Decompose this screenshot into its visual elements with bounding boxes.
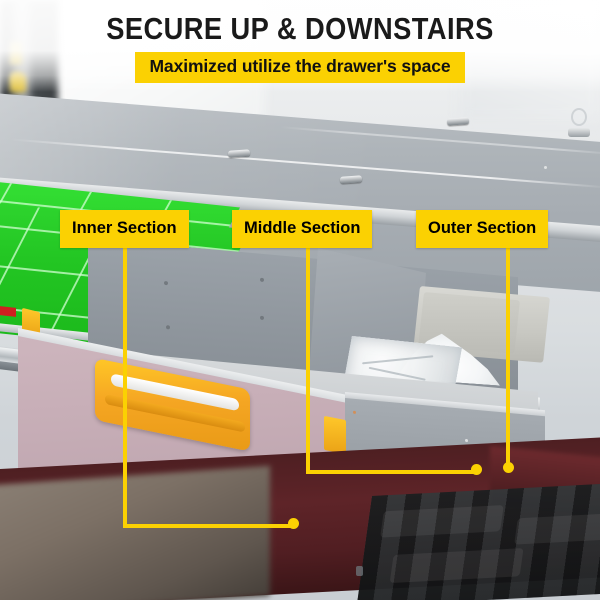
leader-line-middle-vertical — [306, 246, 310, 474]
leader-line-inner-horizontal — [123, 524, 295, 528]
leader-dot-middle — [471, 464, 482, 475]
tie-down-ring — [571, 108, 587, 126]
leader-line-middle-horizontal — [306, 470, 478, 474]
drawer-foot — [356, 566, 363, 576]
leader-line-inner-vertical-2 — [123, 482, 127, 528]
leader-dot-inner — [288, 518, 299, 529]
leader-line-outer-vertical — [506, 246, 510, 468]
leader-line-inner-vertical — [123, 246, 127, 486]
subtitle-highlight: Maximized utilize the drawer's space — [135, 52, 465, 83]
subtitle-container: Maximized utilize the drawer's space — [0, 52, 600, 83]
callout-label-inner: Inner Section — [60, 210, 189, 248]
callout-label-middle: Middle Section — [232, 210, 373, 248]
tie-down-ring-base — [568, 128, 590, 137]
leader-dot-outer — [503, 462, 514, 473]
callout-label-outer: Outer Section — [416, 210, 549, 248]
deck-rivet-1 — [544, 166, 547, 169]
page-title: SECURE UP & DOWNSTAIRS — [106, 11, 494, 46]
